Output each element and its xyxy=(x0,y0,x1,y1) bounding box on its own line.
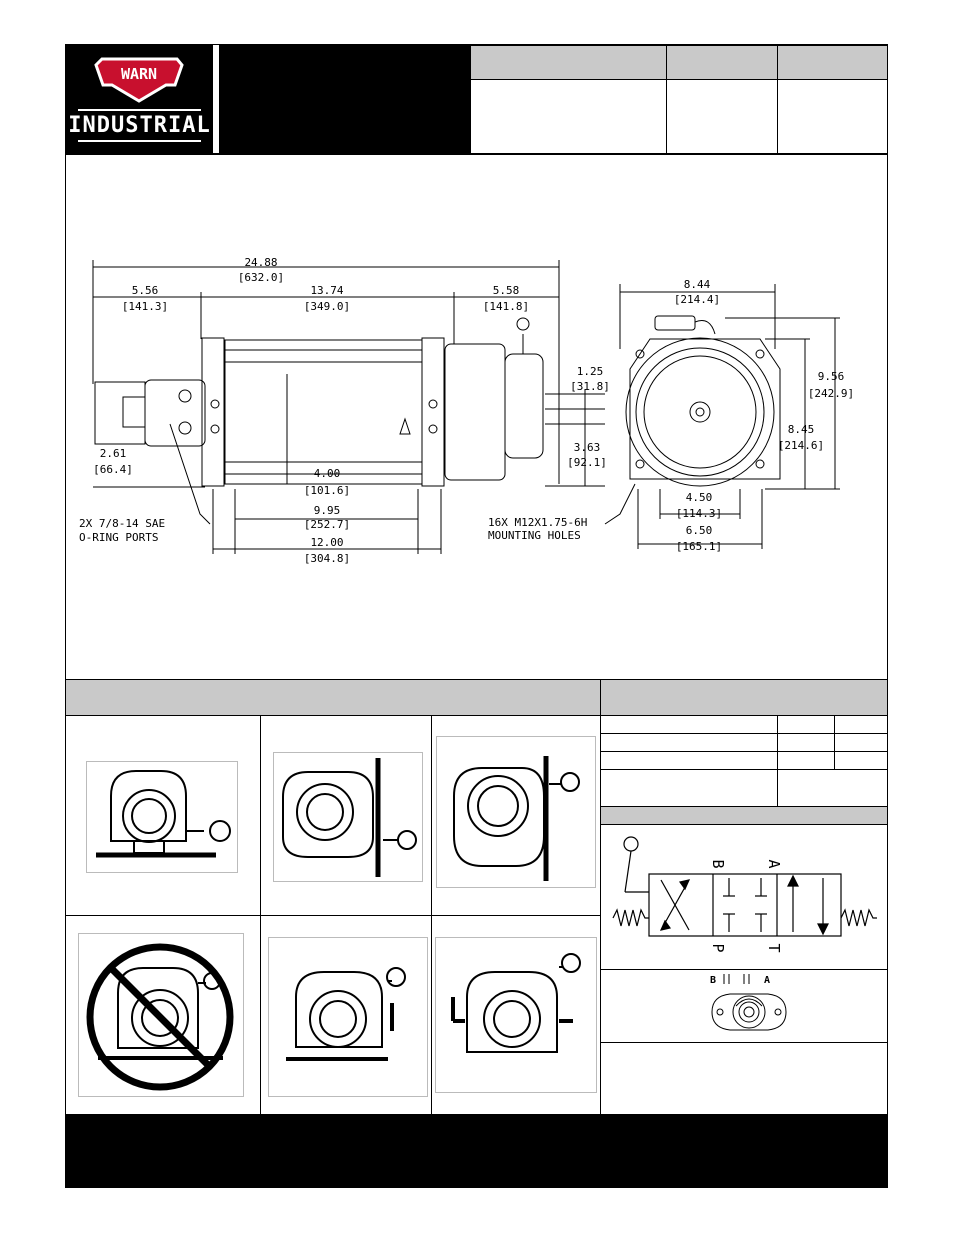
dim-base-2: 6.50 xyxy=(686,524,713,537)
spec-header-cell-1 xyxy=(470,45,667,80)
dim-height-total: 9.56 xyxy=(818,370,845,383)
hyd-row-4-label xyxy=(600,769,778,807)
motor-port-b: B xyxy=(710,975,716,986)
footer-band xyxy=(65,1114,888,1188)
mount-prohibited-view xyxy=(78,933,244,1097)
note-holes-line-2: MOUNTING HOLES xyxy=(488,529,581,542)
spec-value-cell-3 xyxy=(777,79,888,154)
logo-rule-top xyxy=(78,109,201,111)
warn-logo-mark: WARN xyxy=(94,57,184,103)
dim-width-mm: [214.4] xyxy=(674,293,720,306)
dim-left-mm: [141.3] xyxy=(122,300,168,313)
valve-port-b: B xyxy=(709,859,727,868)
dim-width: 8.44 xyxy=(684,278,711,291)
dim-mid-mm: [349.0] xyxy=(304,300,350,313)
dim-mid: 13.74 xyxy=(310,284,343,297)
dim-height-low-mm: [66.4] xyxy=(93,463,133,476)
valve-schematic: B A P T xyxy=(612,836,877,953)
motor-port-diagram: B A xyxy=(710,974,787,1031)
dim-bolt-2: 12.00 xyxy=(310,536,343,549)
dim-height-total-mm: [242.9] xyxy=(808,387,854,400)
motor-port-a: A xyxy=(764,975,770,986)
mount-ceiling-view-1 xyxy=(268,937,428,1097)
dim-height-mid: 8.45 xyxy=(788,423,815,436)
hyd-row-2-value-2 xyxy=(834,733,888,752)
warn-industrial-logo: WARN INDUSTRIAL xyxy=(66,45,213,153)
dim-height-mid-mm: [214.6] xyxy=(778,439,824,452)
mount-wall-view-1 xyxy=(273,752,423,882)
dim-right: 5.58 xyxy=(493,284,520,297)
dim-overall: 24.88 xyxy=(244,256,277,269)
logo-industrial-text: INDUSTRIAL xyxy=(68,113,211,138)
hydraulics-section-header xyxy=(600,679,888,716)
dim-base-2-mm: [165.1] xyxy=(676,540,722,553)
mounting-section-header xyxy=(65,679,601,716)
prohibited-icon xyxy=(86,943,234,1091)
dim-offset-1-mm: [31.8] xyxy=(570,380,610,393)
hyd-row-2-value-1 xyxy=(777,733,835,752)
dim-bolt-1-mm: [252.7] xyxy=(304,518,350,531)
dim-height-low: 2.61 xyxy=(100,447,127,460)
hyd-row-1-value-1 xyxy=(777,715,835,734)
note-ports-line-1: 2X 7/8-14 SAE xyxy=(79,517,165,530)
hyd-row-3-label xyxy=(600,751,778,770)
dim-right-mm: [141.8] xyxy=(483,300,529,313)
dim-overall-mm: [632.0] xyxy=(238,271,284,284)
dim-offset-2: 3.63 xyxy=(574,441,601,454)
valve-port-t: T xyxy=(765,943,783,952)
logo-rule-bottom xyxy=(78,140,201,142)
hyd-row-1-label xyxy=(600,715,778,734)
note-holes-line-1: 16X M12X1.75-6H xyxy=(488,516,587,529)
mount-ceiling-view-2 xyxy=(435,937,597,1093)
dim-bolt-1: 9.95 xyxy=(314,504,341,517)
valve-port-p: P xyxy=(709,943,727,952)
dim-base-1-mm: [114.3] xyxy=(676,507,722,520)
mount-floor-view xyxy=(86,761,238,873)
spec-header-cell-2 xyxy=(666,45,778,80)
spec-value-cell-2 xyxy=(666,79,778,154)
dim-base-1: 4.50 xyxy=(686,491,713,504)
hyd-row-1-value-2 xyxy=(834,715,888,734)
dimension-drawing: 24.88 [632.0] 5.56 [141.3] 13.74 [349.0]… xyxy=(79,256,854,565)
note-ports-line-2: O-RING PORTS xyxy=(79,531,158,544)
hyd-row-2-label xyxy=(600,733,778,752)
dim-left: 5.56 xyxy=(132,284,159,297)
hyd-notes-cell xyxy=(600,1042,888,1115)
spec-value-cell-1 xyxy=(470,79,667,154)
dim-bolt-2-mm: [304.8] xyxy=(304,552,350,565)
valve-port-a: A xyxy=(765,859,783,868)
hyd-row-3-value-2 xyxy=(834,751,888,770)
dim-drum-mm: [101.6] xyxy=(304,484,350,497)
spec-header-cell-3 xyxy=(777,45,888,80)
dim-offset-2-mm: [92.1] xyxy=(567,456,607,469)
valve-section-header xyxy=(600,806,888,825)
logo-warn-text: WARN xyxy=(121,65,157,83)
dim-drum: 4.00 xyxy=(314,467,341,480)
hyd-row-3-value-1 xyxy=(777,751,835,770)
title-block xyxy=(219,45,470,153)
mount-wall-view-2 xyxy=(436,736,596,888)
header-divider xyxy=(65,153,888,155)
hyd-row-4-value xyxy=(777,769,888,807)
dim-offset-1: 1.25 xyxy=(577,365,604,378)
logo-gap xyxy=(213,45,219,153)
